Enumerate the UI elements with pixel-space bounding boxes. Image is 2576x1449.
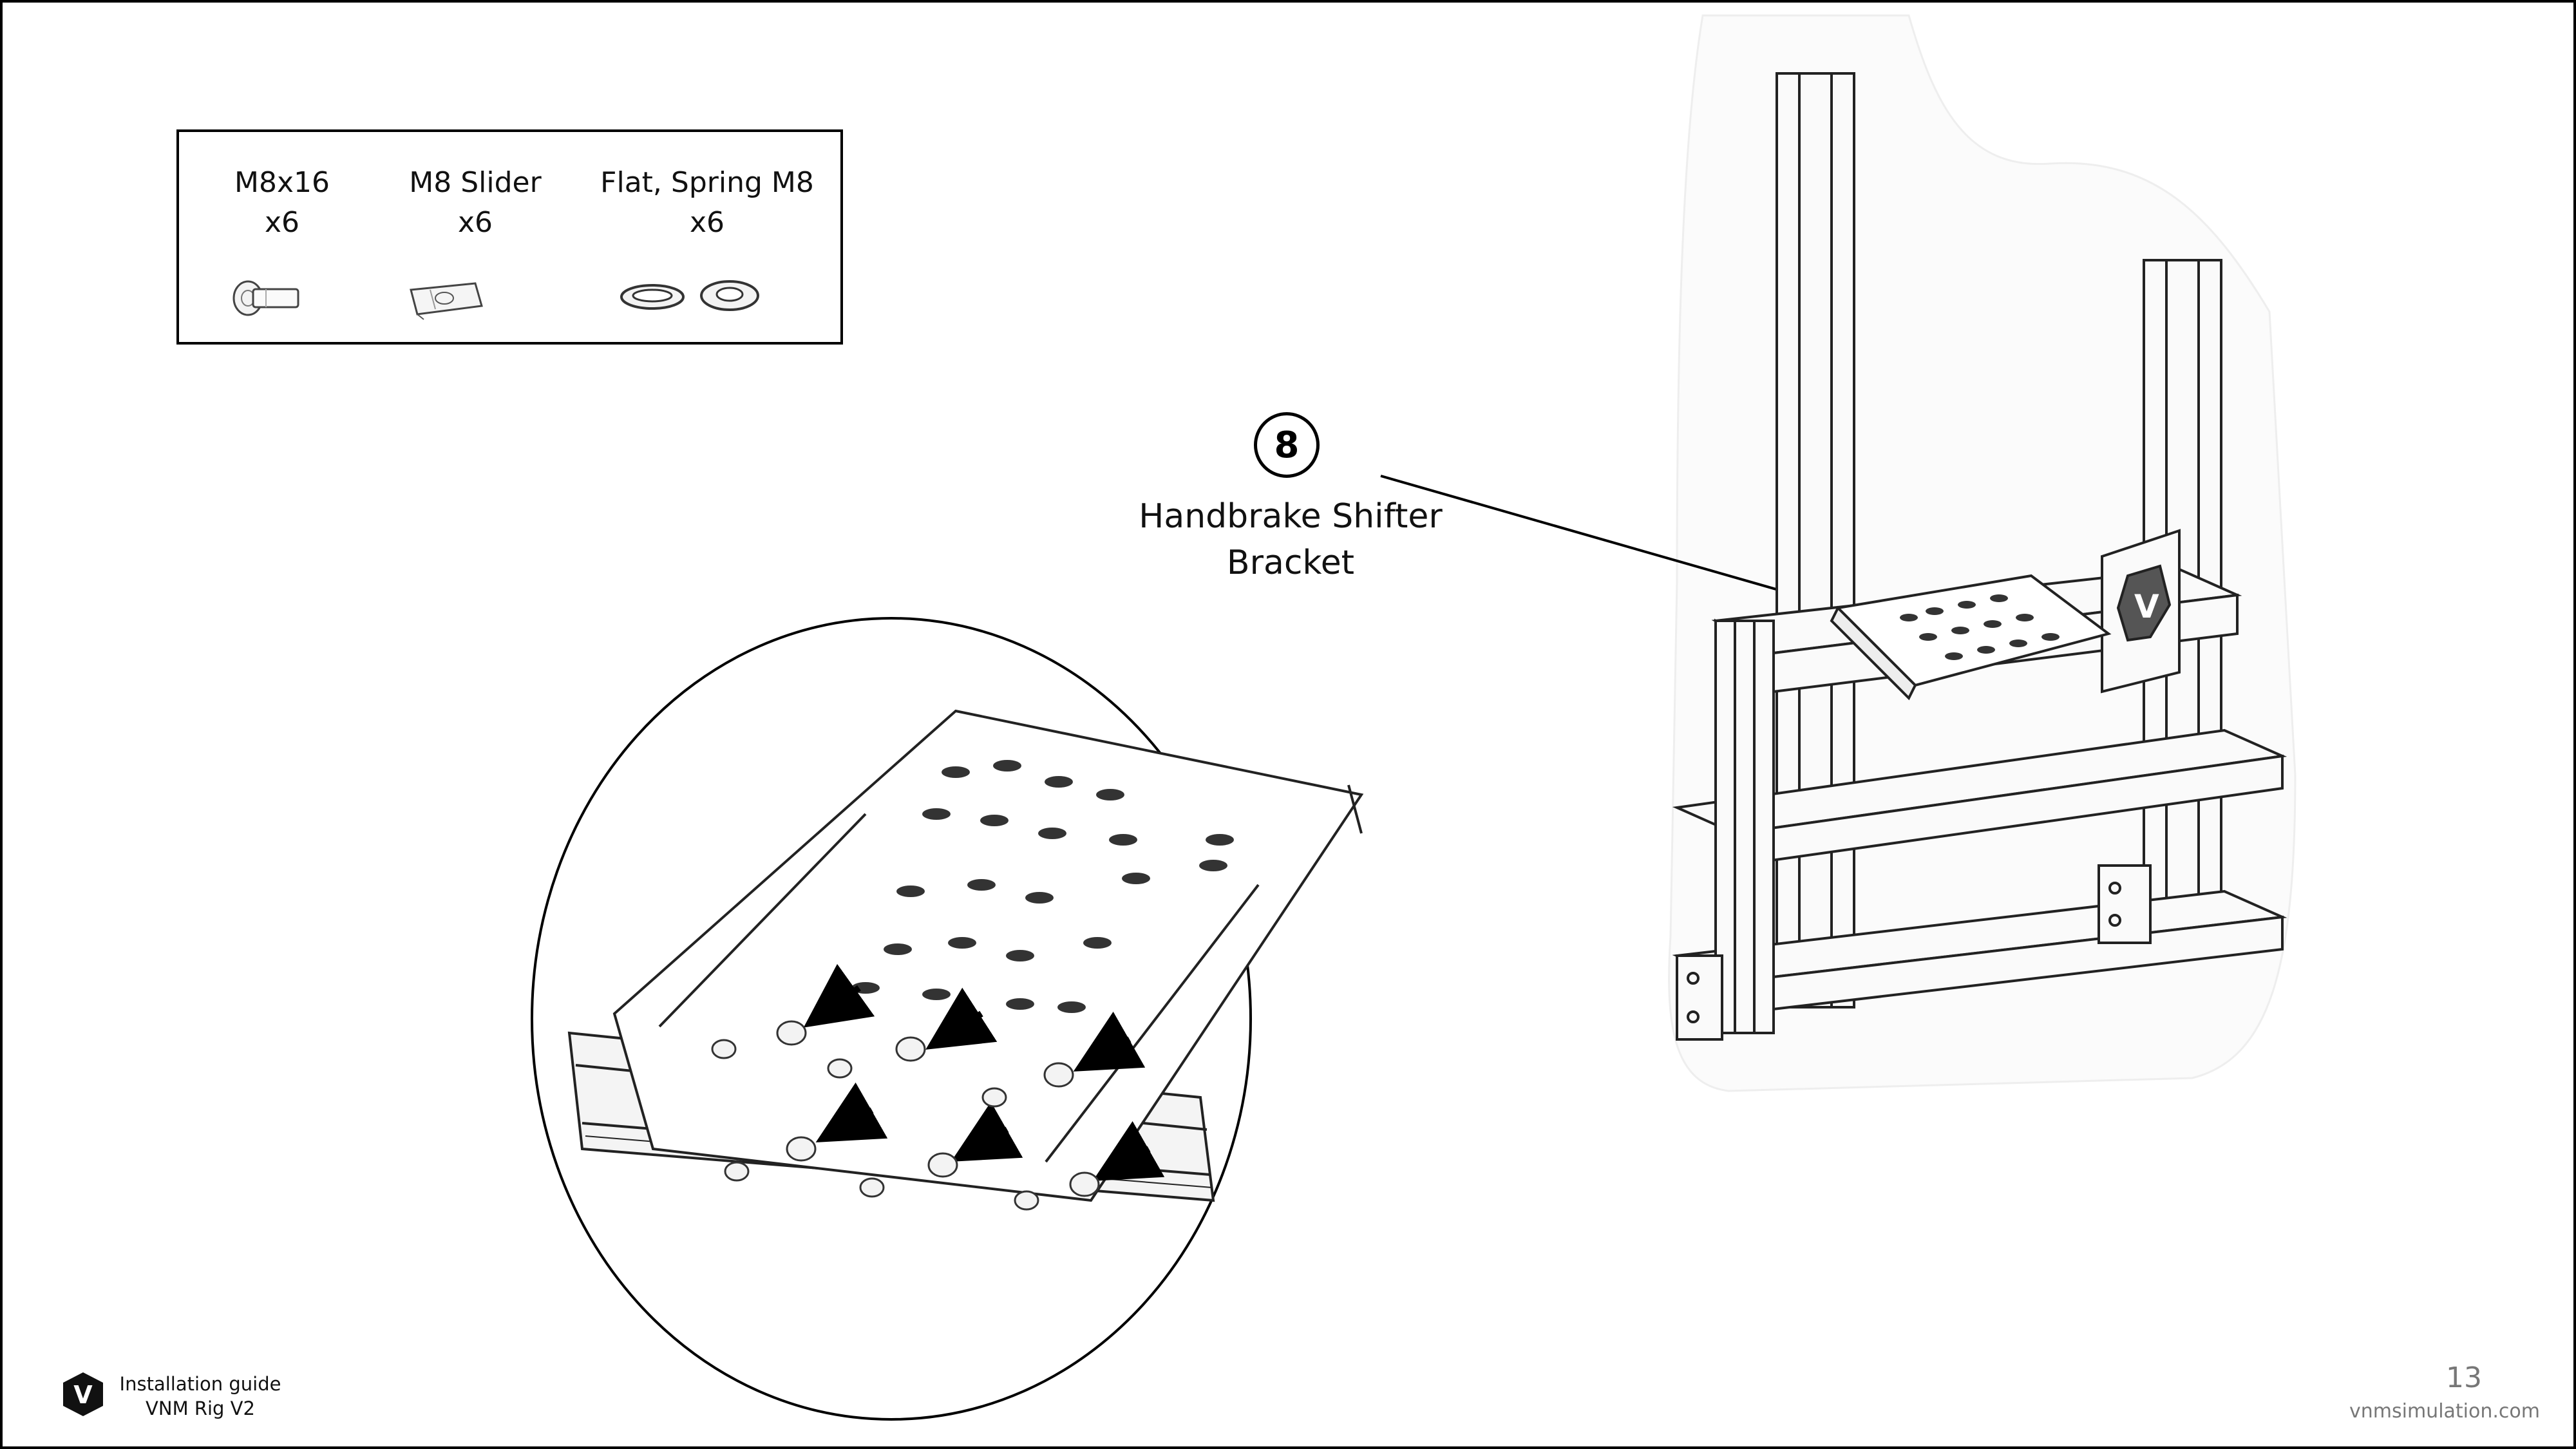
slider-nut-icon	[410, 282, 483, 320]
part-slider: M8 Slider x6	[372, 163, 578, 243]
callout-label: Handbrake Shifter Bracket	[1097, 493, 1484, 586]
assembly-drawing: V	[531, 14, 2297, 1421]
bracket-slots-detail	[851, 760, 1234, 1013]
part-qty: x6	[457, 206, 493, 239]
page-number: 13	[2446, 1361, 2482, 1394]
callout-label-line1: Handbrake Shifter	[1139, 497, 1443, 536]
part-bolt: M8x16 x6	[205, 163, 359, 243]
guide-line1: Installation guide	[119, 1373, 281, 1395]
upright-left	[1776, 72, 1855, 1009]
guide-line2: VNM Rig V2	[146, 1397, 255, 1419]
step-number-badge: 8	[1254, 412, 1320, 478]
callout-label-line2: Bracket	[1226, 544, 1355, 582]
bolts-detail	[711, 1020, 1100, 1211]
washers-icon	[620, 280, 759, 311]
rig-frame: V	[1672, 72, 2287, 1041]
svg-text:V: V	[2134, 588, 2159, 625]
part-qty: x6	[689, 206, 725, 239]
leg-front	[1714, 620, 1775, 1034]
part-qty: x6	[264, 206, 300, 239]
bracket-plate-detail	[612, 709, 1364, 1202]
vnm-logo-icon: V	[63, 1372, 103, 1416]
footer-guide-title: Installation guide VNM Rig V2	[113, 1372, 287, 1421]
bolt-insertion-arrows	[803, 963, 1165, 1181]
detail-view	[567, 709, 1364, 1202]
bracket-slots-small	[1900, 594, 2060, 660]
part-name: M8x16	[234, 166, 330, 199]
part-washers: Flat, Spring M8 x6	[565, 163, 849, 243]
part-name: M8 Slider	[409, 166, 542, 199]
website-link[interactable]: vnmsimulation.com	[2349, 1400, 2540, 1423]
logo-letter: V	[73, 1381, 93, 1409]
part-name: Flat, Spring M8	[600, 166, 814, 199]
parts-list-box: M8x16 x6 M8 Slider x6 Flat, Spring M8 x6	[176, 129, 843, 345]
bolt-icon	[232, 280, 299, 316]
